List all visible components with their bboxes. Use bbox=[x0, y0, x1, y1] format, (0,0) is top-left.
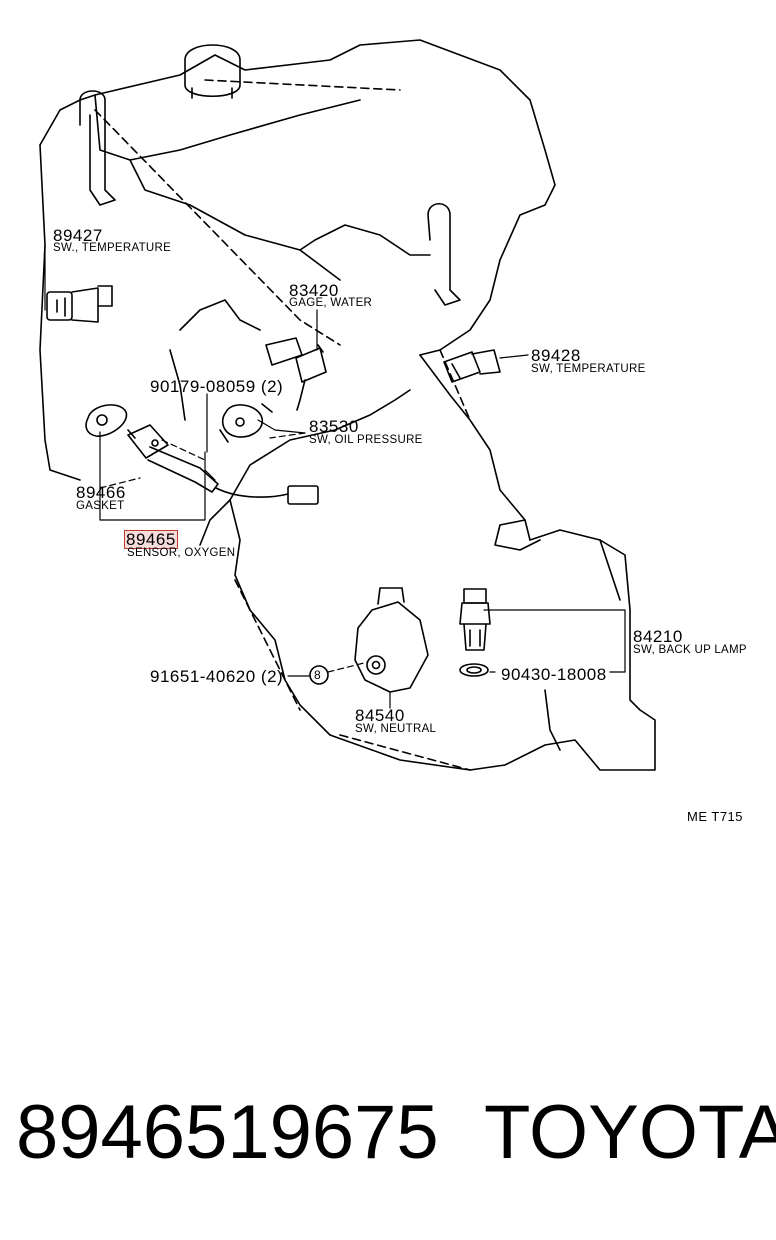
part-84540-name: SW, NEUTRAL bbox=[355, 723, 437, 735]
gasket-89466-shape bbox=[85, 404, 128, 437]
part-89428-name: SW, TEMPERATURE bbox=[531, 363, 646, 375]
part-89427-number: 89427 bbox=[53, 226, 103, 245]
part-84540-number: 84540 bbox=[355, 706, 405, 725]
footer-part-number: 8946519675 bbox=[16, 1090, 439, 1175]
temperature-switch-89427-shape bbox=[46, 285, 113, 323]
part-83420-name: GAGE, WATER bbox=[289, 297, 373, 309]
footer-brand: TOYOTA bbox=[484, 1090, 776, 1175]
part-83420-number: 83420 bbox=[289, 281, 339, 300]
diagram-reference-code: ME T715 bbox=[687, 809, 744, 824]
part-89427-name: SW., TEMPERATURE bbox=[53, 242, 172, 254]
engine-parts-diagram bbox=[39, 39, 656, 771]
oil-pressure-switch-83530-shape bbox=[219, 403, 273, 443]
part-89466-name: GASKET bbox=[76, 500, 125, 512]
part-83530-number: 83530 bbox=[309, 417, 359, 436]
part-90179-number: 90179-08059 (2) bbox=[150, 377, 284, 396]
part-90430-number: 90430-18008 bbox=[501, 665, 607, 684]
engine-block-outline bbox=[39, 39, 656, 771]
part-83530-name: SW, OIL PRESSURE bbox=[309, 434, 423, 446]
neutral-switch-84540-shape bbox=[354, 587, 429, 693]
bolt-marker-label: 8 bbox=[314, 668, 321, 682]
back-up-lamp-switch-84210-shape bbox=[459, 588, 491, 677]
water-gage-83420-shape bbox=[265, 337, 327, 411]
part-91651-number: 91651-40620 (2) bbox=[150, 667, 284, 686]
part-89465-name: SENSOR, OXYGEN bbox=[127, 547, 236, 559]
part-84210-name: SW, BACK UP LAMP bbox=[633, 644, 747, 656]
part-89465-number[interactable]: 89465 bbox=[124, 530, 178, 549]
temperature-switch-89428-shape bbox=[443, 349, 501, 383]
oxygen-sensor-89465-shape bbox=[127, 424, 319, 505]
leader-lines bbox=[44, 244, 626, 709]
bolt-marker-circle bbox=[309, 665, 329, 685]
part-89466-number: 89466 bbox=[76, 483, 126, 502]
part-89428-number: 89428 bbox=[531, 346, 581, 365]
part-84210-number: 84210 bbox=[633, 627, 683, 646]
